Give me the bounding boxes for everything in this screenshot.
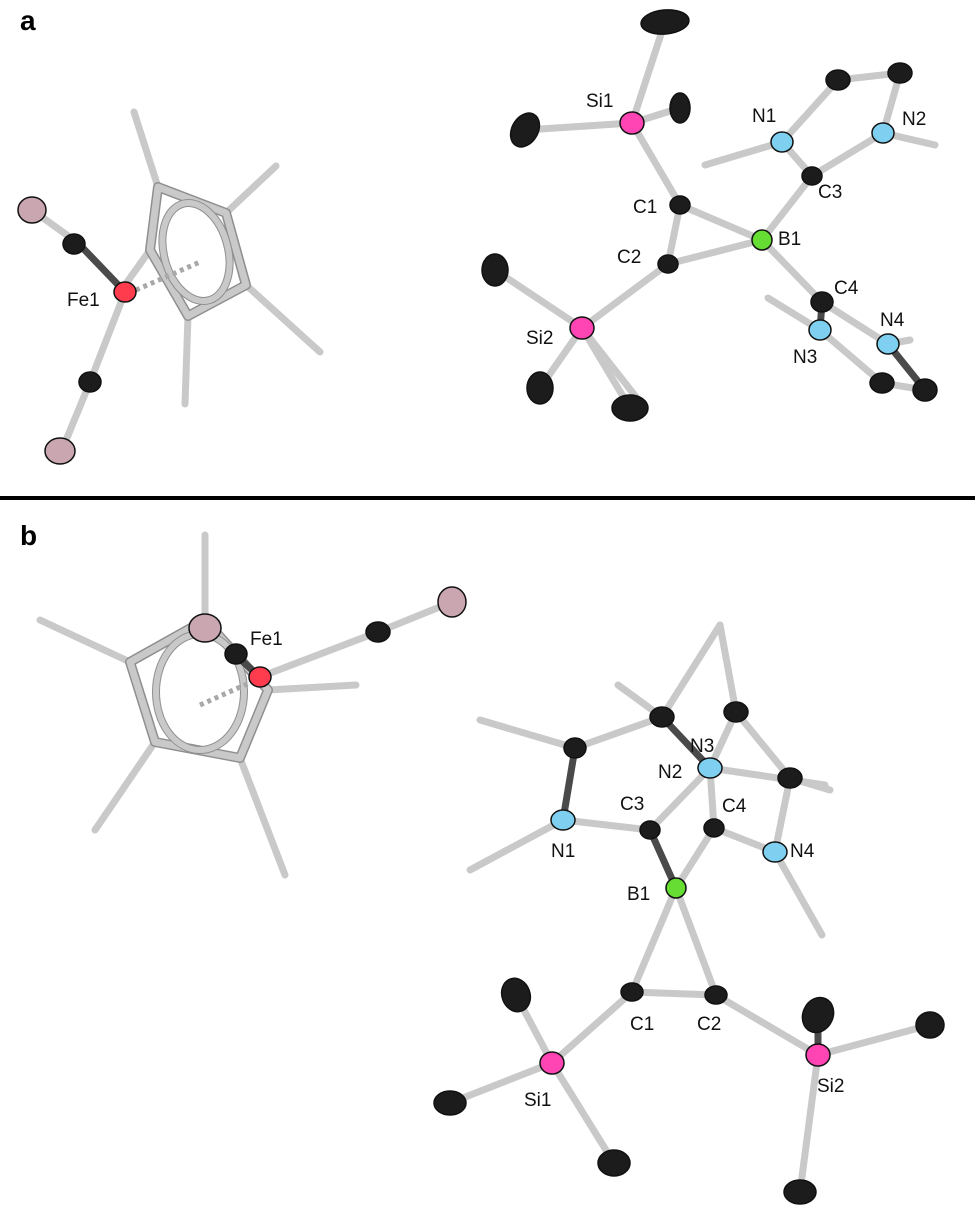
boron-atom bbox=[665, 877, 687, 899]
nitrogen-atom bbox=[871, 122, 895, 144]
oxygen-atom bbox=[17, 196, 47, 224]
label-n4-b: N4 bbox=[790, 841, 815, 862]
panel-letter-a: a bbox=[20, 5, 36, 36]
label-b1: B1 bbox=[778, 229, 801, 250]
carbon-atom bbox=[500, 977, 532, 1013]
panel-b-iron-fragment: Fe1 bbox=[36, 531, 467, 879]
carbon-atom bbox=[620, 982, 644, 1002]
carbon-atom bbox=[526, 371, 554, 405]
label-si2: Si2 bbox=[526, 328, 553, 349]
carbon-atom bbox=[783, 1179, 817, 1205]
panel-b: b Fe1 bbox=[20, 520, 945, 1205]
nitrogen-atom bbox=[808, 319, 832, 341]
label-si2-b: Si2 bbox=[817, 1076, 844, 1097]
carbon-atom bbox=[704, 985, 728, 1005]
carbon-atom bbox=[78, 371, 102, 393]
carbon-atom bbox=[703, 818, 725, 838]
label-c3-b: C3 bbox=[620, 794, 644, 815]
carbon-atom bbox=[777, 767, 803, 789]
carbon-atom bbox=[563, 737, 587, 759]
label-n1: N1 bbox=[752, 106, 776, 127]
silicon-atom bbox=[539, 1051, 565, 1075]
carbon-atom bbox=[481, 253, 509, 287]
carbon-atom bbox=[365, 621, 391, 643]
nitrogen-atom bbox=[550, 809, 576, 831]
label-c4-b: C4 bbox=[722, 796, 747, 817]
oxygen-atom bbox=[188, 613, 222, 643]
carbon-atom bbox=[640, 9, 690, 35]
carbon-atom bbox=[801, 166, 823, 186]
label-c2: C2 bbox=[617, 247, 641, 268]
carbon-atom bbox=[887, 62, 913, 84]
silicon-atom bbox=[569, 316, 595, 340]
label-c4: C4 bbox=[834, 278, 859, 299]
label-n2-b: N2 bbox=[658, 762, 682, 783]
silicon-atom bbox=[619, 111, 645, 135]
label-c2-b: C2 bbox=[697, 1014, 721, 1035]
carbon-atom bbox=[915, 1011, 945, 1039]
panel-a-iron-fragment: Fe1 bbox=[17, 108, 324, 465]
panel-a: a Fe1 bbox=[17, 5, 939, 465]
label-c3: C3 bbox=[818, 182, 842, 203]
carbon-atom bbox=[825, 69, 851, 91]
carbon-atom bbox=[509, 112, 541, 148]
label-n3-b: N3 bbox=[690, 736, 714, 757]
carbon-atom bbox=[433, 1090, 467, 1116]
label-b1-b: B1 bbox=[627, 884, 650, 905]
iron-atom bbox=[248, 666, 272, 688]
nitrogen-atom bbox=[770, 131, 794, 153]
oxygen-atom bbox=[44, 437, 76, 465]
carbon-atom bbox=[801, 996, 835, 1034]
iron-atom bbox=[113, 281, 137, 303]
carbon-atom bbox=[597, 1149, 631, 1177]
carbon-atom bbox=[723, 701, 749, 723]
label-n1-b: N1 bbox=[551, 841, 575, 862]
label-n2: N2 bbox=[902, 109, 926, 130]
label-n3: N3 bbox=[793, 347, 817, 368]
oxygen-atom bbox=[437, 586, 467, 618]
boron-atom bbox=[751, 229, 773, 251]
carbon-atom bbox=[639, 820, 661, 840]
carbon-atom bbox=[869, 372, 895, 394]
label-fe1: Fe1 bbox=[67, 290, 100, 311]
carbon-atom bbox=[810, 291, 834, 313]
label-n4: N4 bbox=[880, 310, 905, 331]
carbon-atom bbox=[62, 233, 86, 255]
carbon-atom bbox=[669, 195, 691, 215]
nitrogen-atom bbox=[762, 841, 788, 863]
panel-letter-b: b bbox=[20, 520, 37, 551]
carbon-atom bbox=[669, 92, 691, 124]
panel-a-borirene-fragment: Si1 N1 N2 C3 C1 B1 C2 C4 N4 Si2 N3 bbox=[481, 9, 939, 422]
label-si1: Si1 bbox=[586, 91, 613, 112]
silicon-atom bbox=[805, 1043, 831, 1067]
carbon-atom bbox=[912, 378, 938, 402]
carbon-atom bbox=[224, 643, 248, 665]
label-c1: C1 bbox=[633, 197, 657, 218]
nitrogen-atom bbox=[697, 757, 723, 779]
label-fe1-b: Fe1 bbox=[250, 629, 283, 650]
nitrogen-atom bbox=[876, 333, 900, 355]
carbon-atom bbox=[611, 394, 649, 422]
label-c1-b: C1 bbox=[630, 1014, 654, 1035]
panel-b-borirene-fragment: N3 N2 C3 C4 N4 N1 B1 C1 C2 Si1 Si2 bbox=[433, 621, 945, 1205]
label-si1-b: Si1 bbox=[524, 1090, 551, 1111]
carbon-atom bbox=[657, 254, 679, 274]
carbon-atom bbox=[649, 706, 675, 728]
